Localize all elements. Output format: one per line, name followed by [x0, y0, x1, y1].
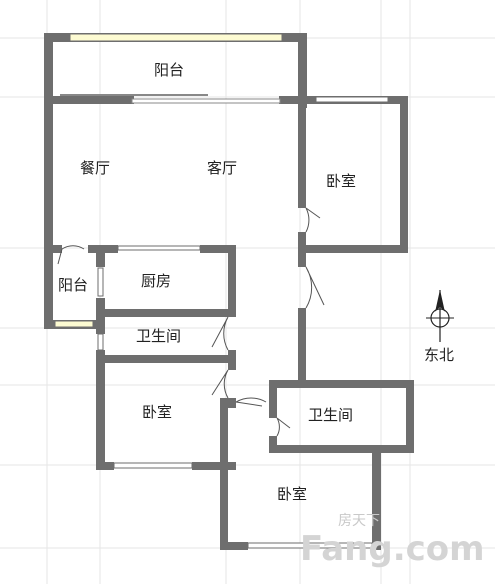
watermark-en: Fang.com	[300, 529, 485, 569]
doors	[57, 207, 325, 437]
living-label: 客厅	[207, 159, 237, 177]
compass-icon	[426, 290, 454, 342]
kitchen-label: 厨房	[141, 272, 171, 290]
dining-label: 餐厅	[80, 159, 110, 177]
bedroom-s-label: 卧室	[277, 485, 307, 503]
windows	[54, 33, 389, 549]
bedroom-sw-label: 卧室	[142, 403, 172, 421]
bathroom-right-label: 卫生间	[308, 406, 353, 424]
balcony-top-label: 阳台	[154, 61, 184, 79]
balcony-left-label: 阳台	[58, 276, 88, 294]
bedroom-ne-label: 卧室	[326, 172, 356, 190]
bathroom-center-label: 卫生间	[136, 327, 181, 345]
compass-label: 东北	[424, 346, 454, 364]
watermark-cn: 房天下	[338, 513, 380, 529]
fang-logo-watermark: 房天下 Fang.com	[300, 513, 485, 569]
